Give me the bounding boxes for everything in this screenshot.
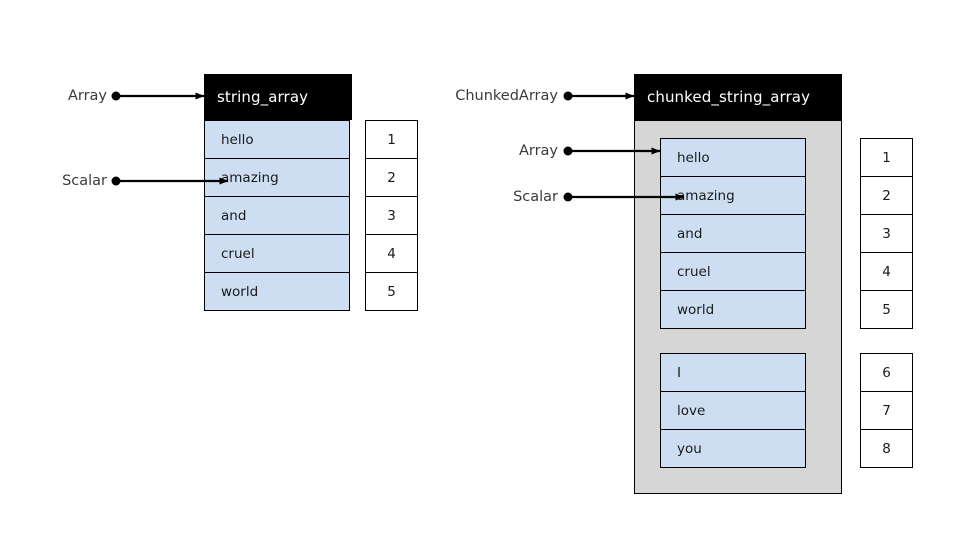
index-cell: 1 (860, 138, 913, 177)
annotation-label-scalar-left: Scalar (62, 173, 107, 189)
left-index-column: 1 2 3 4 5 (365, 120, 418, 311)
annotation-label-scalar-right: Scalar (513, 189, 558, 205)
right-header-chunked-string-array: chunked_string_array (634, 74, 842, 120)
index-cell: 7 (860, 391, 913, 430)
index-cell: 6 (860, 353, 913, 392)
connector-chunkedarray (563, 91, 635, 101)
index-cell: 5 (860, 290, 913, 329)
value-cell: amazing (204, 158, 350, 197)
value-cell: love (660, 391, 806, 430)
connector-array-left (111, 91, 205, 101)
index-cell: 2 (365, 158, 418, 197)
right-chunk-1-value-column: hello amazing and cruel world (660, 138, 806, 329)
index-cell: 5 (365, 272, 418, 311)
left-value-column: hello amazing and cruel world (204, 120, 350, 311)
value-cell: amazing (660, 176, 806, 215)
left-header-string-array: string_array (204, 74, 352, 120)
right-chunk-1-index-column: 1 2 3 4 5 (860, 138, 913, 329)
annotation-label-array-left: Array (67, 88, 107, 104)
value-cell: cruel (204, 234, 350, 273)
index-cell: 1 (365, 120, 418, 159)
right-chunk-2-value-column: I love you (660, 353, 806, 468)
value-cell: you (660, 429, 806, 468)
value-cell: world (660, 290, 806, 329)
value-cell: and (660, 214, 806, 253)
value-cell: world (204, 272, 350, 311)
annotation-label-array-right: Array (518, 143, 558, 159)
value-cell: cruel (660, 252, 806, 291)
left-header-label: string_array (217, 88, 309, 106)
value-cell: I (660, 353, 806, 392)
index-cell: 4 (860, 252, 913, 291)
value-cell: hello (660, 138, 806, 177)
index-cell: 2 (860, 176, 913, 215)
index-cell: 4 (365, 234, 418, 273)
index-cell: 3 (365, 196, 418, 235)
index-cell: 3 (860, 214, 913, 253)
value-cell: and (204, 196, 350, 235)
annotation-label-chunkedarray: ChunkedArray (455, 88, 558, 104)
index-cell: 8 (860, 429, 913, 468)
value-cell: hello (204, 120, 350, 159)
right-header-label: chunked_string_array (647, 88, 811, 106)
right-chunk-2-index-column: 6 7 8 (860, 353, 913, 468)
